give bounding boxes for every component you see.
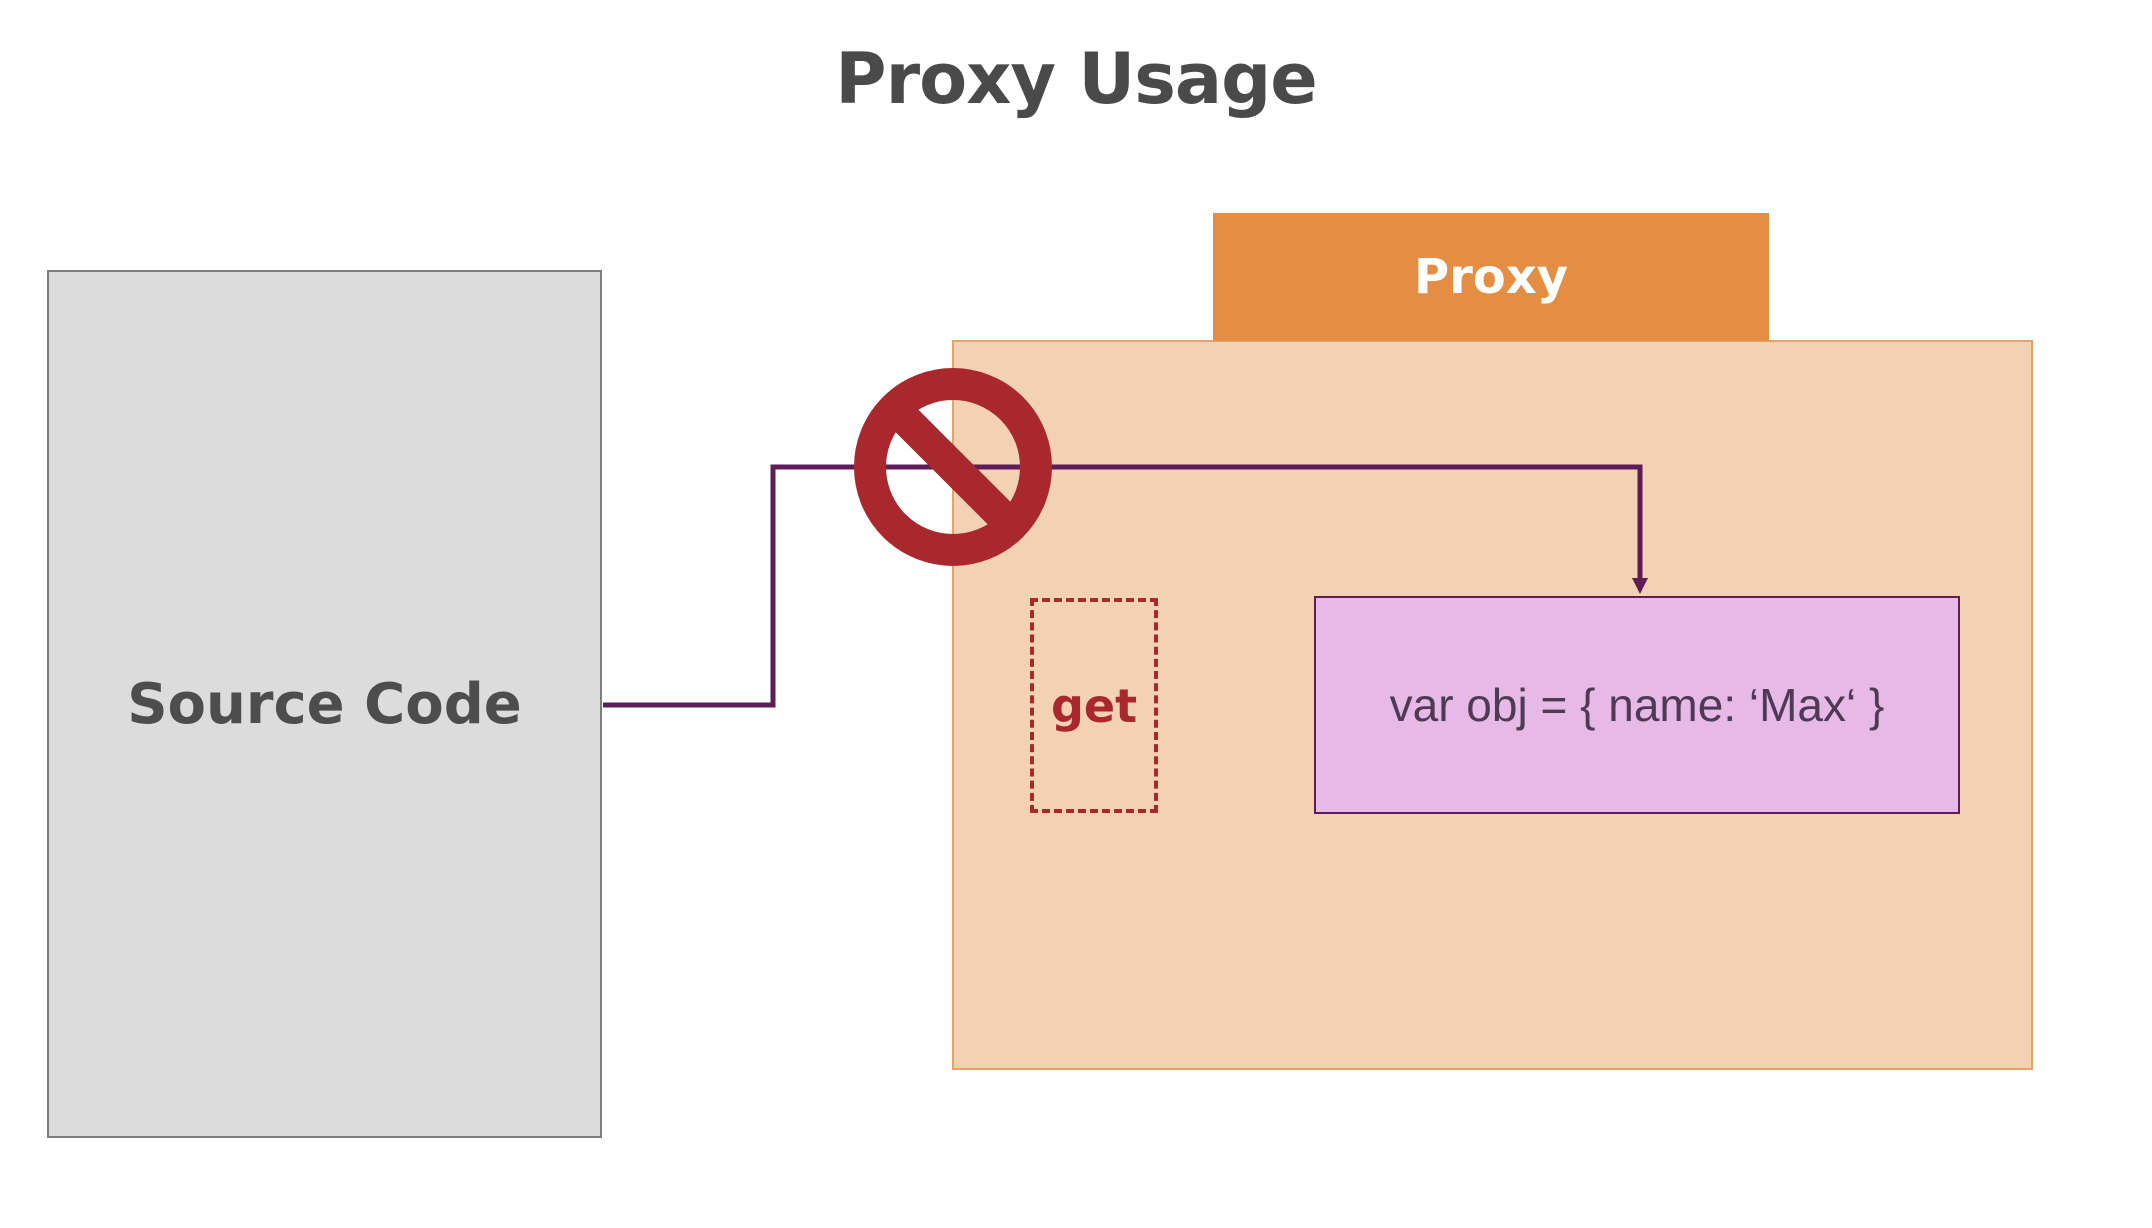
proxy-label: Proxy [1413,249,1569,305]
source-code-box: Source Code [47,270,602,1138]
source-code-label: Source Code [127,671,522,737]
get-trap-label: get [1050,678,1138,733]
proxy-header: Proxy [1213,213,1769,341]
get-trap-box: get [1030,598,1158,813]
target-object-label: var obj = { name: ‘Max‘ } [1389,679,1885,731]
page-title: Proxy Usage [835,38,1317,120]
target-object-box: var obj = { name: ‘Max‘ } [1314,596,1960,814]
